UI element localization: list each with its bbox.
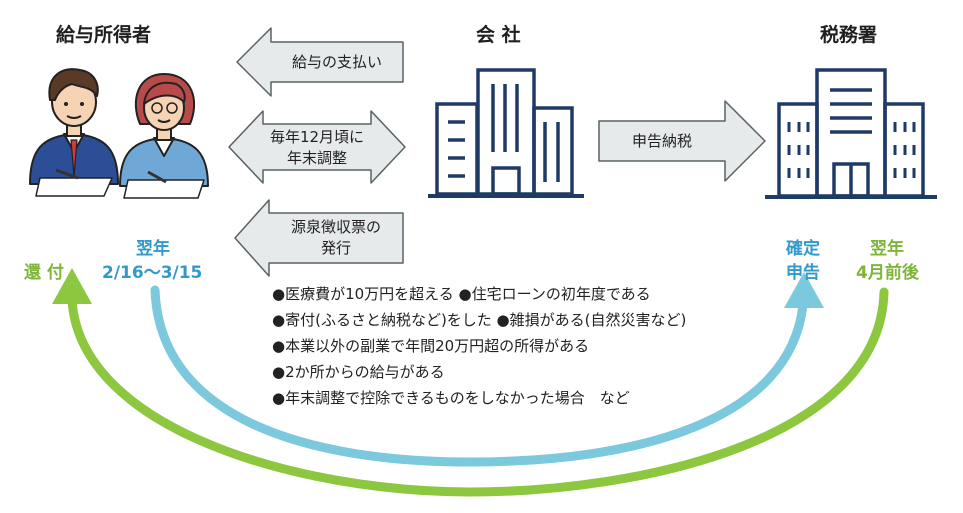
year-end-adjustment-arrow <box>228 110 406 184</box>
declaration-arc <box>150 272 824 467</box>
case-item: ●寄付(ふるさと納税など)をした ●雑損がある(自然災害など) <box>272 311 687 329</box>
salary-payment-text: 給与の支払い <box>291 53 382 71</box>
declaration-label-1: 確定 <box>786 239 820 259</box>
businessman-icon <box>29 68 119 197</box>
salary-payment-arrow <box>236 27 404 97</box>
employee-label: 給与所得者 <box>56 24 152 46</box>
tax-office-label: 税務署 <box>820 24 878 46</box>
withholding-slip-arrow <box>234 199 404 277</box>
year-end-text-2: 年末調整 <box>286 149 347 167</box>
tax-office-building-icon <box>765 68 937 199</box>
tax-filing-arrow <box>598 100 766 182</box>
case-item: ●年末調整で控除できるものをしなかった場合 など <box>272 389 630 407</box>
withholding-text-1: 源泉徴収票の <box>290 218 381 236</box>
refund-arc <box>52 268 889 497</box>
company-label: 会 社 <box>476 24 521 46</box>
year-end-text-1: 毎年12月頃に <box>269 128 365 146</box>
filing-period-label: 2/16～3/15 <box>102 263 203 283</box>
refund-label: 還 付 <box>24 263 64 283</box>
declaration-label-2: 申告 <box>786 263 820 283</box>
refund-timing-label: 4月前後 <box>856 263 919 283</box>
case-item: ●2か所からの給与がある <box>272 363 445 381</box>
next-year-label-right: 翌年 <box>870 239 904 259</box>
company-building-icon <box>428 68 584 198</box>
businesswoman-icon <box>119 73 209 199</box>
cases-list: ●医療費が10万円を超える ●住宅ローンの初年度である ●寄付(ふるさと納税など… <box>272 281 686 411</box>
case-item: ●医療費が10万円を超える ●住宅ローンの初年度である <box>272 285 651 303</box>
case-item: ●本業以外の副業で年間20万円超の所得がある <box>272 337 590 355</box>
withholding-text-2: 発行 <box>320 239 351 257</box>
next-year-label-left: 翌年 <box>136 239 170 259</box>
tax-filing-text: 申告納税 <box>631 132 692 150</box>
